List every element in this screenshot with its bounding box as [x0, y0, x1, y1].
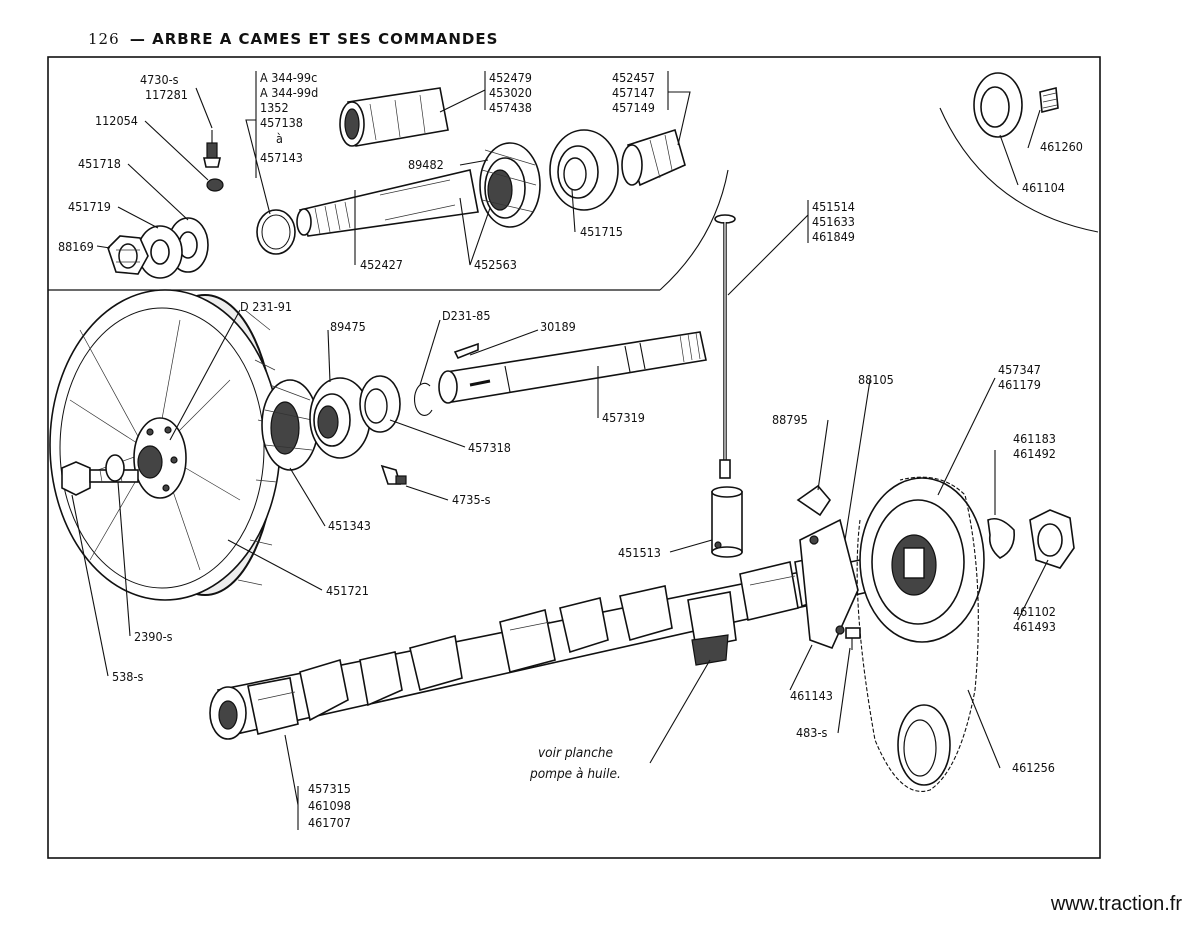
label-461493: 461493: [1013, 619, 1056, 634]
label-4735-s: 4735-s: [452, 492, 491, 507]
label-88795: 88795: [772, 412, 808, 427]
page-number: 126: [88, 30, 120, 48]
label-461849: 461849: [812, 229, 855, 244]
label-451343: 451343: [328, 518, 371, 533]
label-voir-planche: voir planche: [538, 745, 613, 761]
label-457138: 457138: [260, 115, 303, 130]
sprocket-457347-part: [859, 477, 985, 643]
bearing-89482-part: [479, 142, 541, 228]
nut-88169-part: [107, 235, 149, 275]
label-461179: 461179: [998, 377, 1041, 392]
label-a344-99d: A 344-99d: [260, 85, 318, 100]
header-dash: —: [129, 30, 146, 48]
screw-483-part: [845, 627, 861, 650]
tappet-451513-part: [711, 486, 743, 558]
label-d231-85: D231-85: [442, 308, 491, 323]
nipple-4735-part: [380, 464, 407, 485]
ring-457318-part: [359, 375, 401, 433]
label-452479: 452479: [489, 70, 532, 85]
label-88169: 88169: [58, 239, 94, 254]
washer-2390-part: [105, 454, 125, 482]
label-451513: 451513: [618, 545, 661, 560]
label-2390-s: 2390-s: [134, 629, 173, 644]
label-a344-99c: A 344-99c: [260, 70, 317, 85]
label-1352: 1352: [260, 100, 289, 115]
label-451715: 451715: [580, 224, 623, 239]
label-461102: 461102: [1013, 604, 1056, 619]
shaft-452427-part: [296, 169, 479, 237]
label-89475: 89475: [330, 319, 366, 334]
chain-461256-part: [856, 476, 979, 792]
sleeve-452479-part: [339, 87, 449, 147]
spacer-461183-part: [987, 517, 1016, 559]
page-header: 126 — ARBRE A CAMES ET SES COMMANDES: [88, 30, 498, 48]
bearing-451343-part: [261, 379, 319, 471]
label-451719: 451719: [68, 199, 111, 214]
label-4730-s: 4730-s: [140, 72, 179, 87]
leader-lines: [71, 71, 1049, 830]
label-453020: 453020: [489, 85, 532, 100]
label-89482: 89482: [408, 157, 444, 172]
label-d231-91: D 231-91: [240, 299, 292, 314]
flange-461143-part: [799, 518, 859, 650]
coupling-452457-part: [621, 128, 686, 187]
nut-461102-part: [1029, 509, 1075, 569]
label-451721: 451721: [326, 583, 369, 598]
corner-arc: [939, 107, 1099, 233]
label-117281: 117281: [145, 87, 188, 102]
label-457143: 457143: [260, 150, 303, 165]
bearing-451715-part: [549, 129, 619, 211]
label-457319: 457319: [602, 410, 645, 425]
watermark: www.traction.fr: [1050, 893, 1182, 915]
label-452427: 452427: [360, 257, 403, 272]
label-461183: 461183: [1013, 431, 1056, 446]
label-457315: 457315: [308, 781, 351, 796]
label-461104: 461104: [1022, 180, 1065, 195]
label-457347: 457347: [998, 362, 1041, 377]
seal-461104-part: [973, 72, 1023, 138]
label-88105: 88105: [858, 372, 894, 387]
label-451718: 451718: [78, 156, 121, 171]
washer-stack-part: [137, 217, 209, 279]
diagram-frame: [47, 56, 1101, 859]
label-457149: 457149: [612, 100, 655, 115]
label-452457: 452457: [612, 70, 655, 85]
label-30189: 30189: [540, 319, 576, 334]
shaft-457319-part: [438, 331, 707, 404]
label-a: à: [276, 131, 283, 146]
key-30189-part: [453, 342, 479, 360]
label-461098: 461098: [308, 798, 351, 813]
label-461256: 461256: [1012, 760, 1055, 775]
ring-seal-part: [256, 209, 296, 255]
washer-112054-part: [206, 178, 224, 192]
top-section-arc: [659, 169, 729, 291]
label-457147: 457147: [612, 85, 655, 100]
label-483-s: 483-s: [796, 725, 828, 740]
label-452563: 452563: [474, 257, 517, 272]
lock-plate-88795-part: [796, 484, 832, 517]
plug-461260-part: [1039, 86, 1059, 114]
label-538-s: 538-s: [112, 669, 144, 684]
label-461143: 461143: [790, 688, 833, 703]
ring-seal-inner: [261, 214, 291, 250]
label-461260: 461260: [1040, 139, 1083, 154]
label-461492: 461492: [1013, 446, 1056, 461]
pulley-451721-part: [49, 289, 281, 601]
grease-nipple-part: [203, 130, 221, 168]
pushrod-451514-part: [714, 214, 736, 479]
oil-pump-gear-part: [687, 591, 737, 666]
label-457318: 457318: [468, 440, 511, 455]
label-pompe-a-huile: pompe à huile.: [529, 766, 621, 782]
circlip-d23185-part: [413, 382, 433, 416]
label-461707: 461707: [308, 815, 351, 830]
label-451633: 451633: [812, 214, 855, 229]
page-title: ARBRE A CAMES ET SES COMMANDES: [152, 30, 499, 48]
label-451514: 451514: [812, 199, 855, 214]
bearing-89475-part: [309, 377, 371, 459]
label-112054: 112054: [95, 113, 138, 128]
label-457438: 457438: [489, 100, 532, 115]
